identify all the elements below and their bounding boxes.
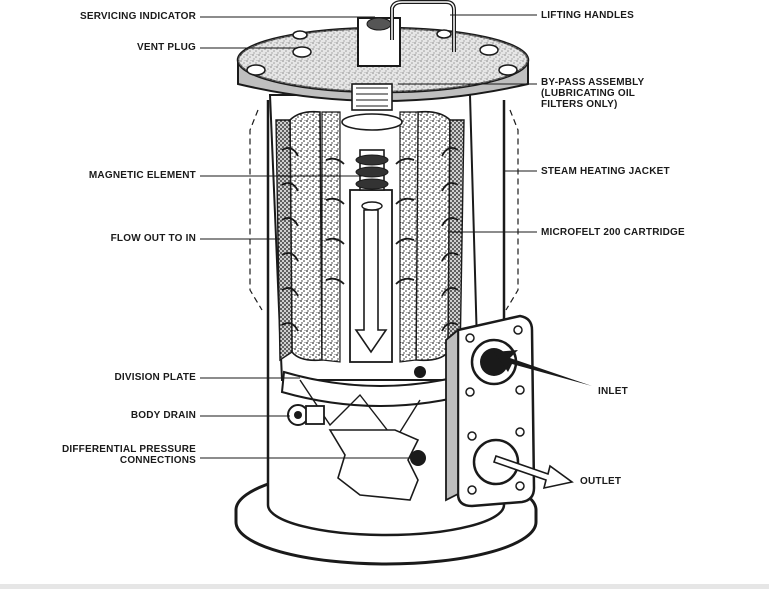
label-outlet: OUTLET	[580, 476, 622, 487]
label-servicing-indicator: SERVICING INDICATOR	[79, 11, 196, 22]
label-steam-heating-jacket: STEAM HEATING JACKET	[541, 166, 670, 177]
leader-lines	[200, 14, 537, 459]
label-magnetic-element: MAGNETIC ELEMENT	[88, 170, 196, 181]
lower-cutaway	[328, 429, 420, 501]
inlet-outlet-flange	[445, 314, 536, 508]
label-bypass-assembly: BY-PASS ASSEMBLY (LUBRICATING OIL FILTER…	[541, 77, 644, 110]
label-differential-pressure-line1: DIFFERENTIAL PRESSURE	[61, 444, 196, 455]
label-microfelt-cartridge: MICROFELT 200 CARTRIDGE	[541, 227, 685, 238]
label-body-drain: BODY DRAIN	[130, 410, 196, 421]
body-drain	[287, 404, 325, 426]
lifting-handle-assembly	[357, 0, 456, 67]
inlet-arrow	[494, 350, 592, 386]
bypass-assembly	[341, 83, 403, 131]
outlet-arrow	[492, 454, 574, 490]
microfelt-cartridge	[275, 110, 465, 363]
diff-pressure-connection	[410, 366, 426, 466]
label-vent-plug: VENT PLUG	[136, 42, 196, 53]
label-inlet: INLET	[598, 386, 628, 397]
label-flow-out-to-in: FLOW OUT TO IN	[110, 233, 196, 244]
label-differential-pressure: DIFFERENTIAL PRESSURE CONNECTIONS	[24, 444, 196, 466]
bottom-edge	[0, 584, 769, 589]
label-bypass-line3: FILTERS ONLY)	[541, 99, 618, 110]
magnetic-element	[355, 149, 389, 211]
center-tube	[349, 189, 393, 363]
flow-arrows	[281, 147, 459, 332]
label-lifting-handles: LIFTING HANDLES	[541, 10, 634, 21]
label-division-plate: DIVISION PLATE	[114, 372, 196, 383]
label-differential-pressure-line2: CONNECTIONS	[119, 455, 196, 466]
label-bypass-line2: (LUBRICATING OIL	[541, 88, 636, 99]
label-bypass-line1: BY-PASS ASSEMBLY	[541, 77, 645, 88]
steam-jacket-outline	[249, 109, 519, 311]
